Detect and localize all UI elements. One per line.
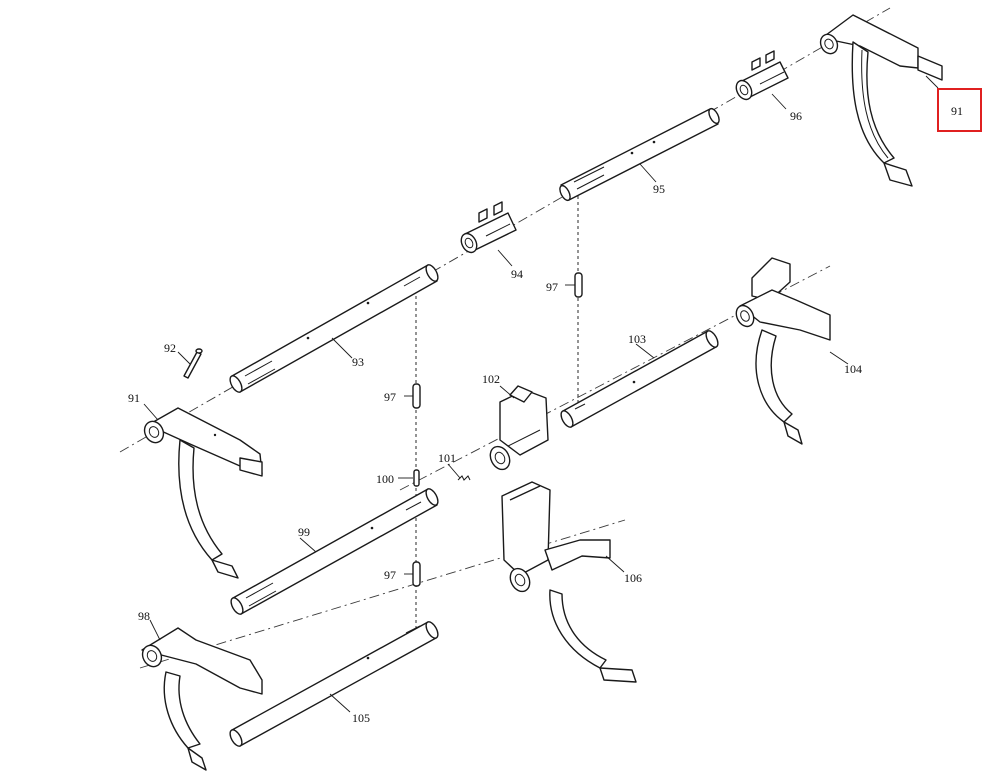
callout-91-left: 91 bbox=[128, 391, 140, 405]
leader-lines bbox=[143, 75, 939, 713]
callout-104: 104 bbox=[844, 362, 862, 376]
spring-101[interactable] bbox=[457, 475, 471, 481]
shaft-103[interactable] bbox=[559, 329, 721, 429]
callout-97-a: 97 bbox=[546, 280, 558, 294]
fork-102[interactable] bbox=[487, 385, 549, 473]
fork-106[interactable] bbox=[501, 481, 637, 683]
block-94[interactable] bbox=[458, 201, 517, 255]
pin-97-a[interactable] bbox=[574, 272, 583, 298]
shaft-105[interactable] bbox=[228, 620, 441, 748]
shaft-99[interactable] bbox=[229, 487, 441, 616]
callout-labels: 91 96 95 94 97 93 92 91 97 103 104 102 1… bbox=[128, 104, 963, 725]
fork-91-top[interactable] bbox=[817, 14, 943, 187]
callout-100: 100 bbox=[376, 472, 394, 486]
pin-97-c[interactable] bbox=[412, 561, 421, 587]
callout-93: 93 bbox=[352, 355, 364, 369]
shaft-95[interactable] bbox=[558, 107, 721, 202]
fork-104[interactable] bbox=[733, 257, 831, 445]
block-96[interactable] bbox=[733, 50, 789, 102]
callout-101: 101 bbox=[438, 451, 456, 465]
highlight-box bbox=[937, 88, 982, 132]
callout-92: 92 bbox=[164, 341, 176, 355]
callout-106: 106 bbox=[624, 571, 642, 585]
pin-92[interactable] bbox=[183, 348, 203, 379]
pin-97-b[interactable] bbox=[412, 383, 421, 409]
callout-94: 94 bbox=[511, 267, 523, 281]
callout-105: 105 bbox=[352, 711, 370, 725]
callout-96: 96 bbox=[790, 109, 802, 123]
shaft-93[interactable] bbox=[228, 263, 441, 394]
callout-102: 102 bbox=[482, 372, 500, 386]
fork-91-left[interactable] bbox=[141, 407, 263, 579]
callout-91-top[interactable]: 91 bbox=[951, 104, 963, 118]
callout-99: 99 bbox=[298, 525, 310, 539]
pin-100[interactable] bbox=[413, 469, 420, 487]
fork-98[interactable] bbox=[139, 627, 263, 771]
callout-97-b: 97 bbox=[384, 390, 396, 404]
callout-98: 98 bbox=[138, 609, 150, 623]
callout-97-c: 97 bbox=[384, 568, 396, 582]
callout-103: 103 bbox=[628, 332, 646, 346]
callout-95: 95 bbox=[653, 182, 665, 196]
